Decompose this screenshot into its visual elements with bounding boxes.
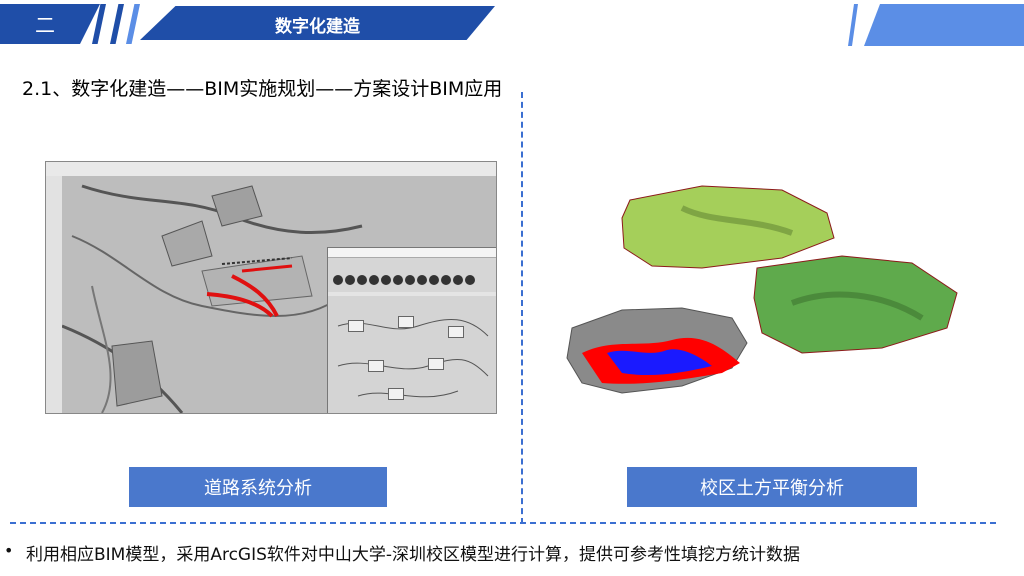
- node: [368, 360, 384, 372]
- grasshopper-titlebar: [328, 248, 496, 258]
- grasshopper-toolbar: [328, 258, 496, 292]
- node: [448, 326, 464, 338]
- header-stripe: [848, 4, 858, 46]
- terrain-models-image: [566, 185, 958, 394]
- header-stripe: [126, 4, 140, 44]
- software-toolbar: [46, 162, 496, 177]
- chapter-number: 二: [35, 13, 55, 37]
- software-side-toolbar: [46, 176, 63, 413]
- bullet-marker: •: [4, 541, 14, 560]
- grasshopper-window: [327, 247, 496, 413]
- node: [428, 358, 444, 370]
- node: [388, 388, 404, 400]
- node: [398, 316, 414, 328]
- section-title-banner: [140, 6, 495, 40]
- grasshopper-canvas: [328, 296, 496, 413]
- road-system-screenshot: [45, 161, 497, 414]
- horizontal-divider: [10, 522, 996, 524]
- road-system-caption: 道路系统分析: [129, 467, 387, 507]
- page-subtitle: 2.1、数字化建造——BIM实施规划——方案设计BIM应用: [22, 78, 503, 100]
- vertical-divider: [521, 92, 523, 524]
- header-stripe: [110, 4, 124, 44]
- node: [348, 320, 364, 332]
- earthwork-caption: 校区土方平衡分析: [627, 467, 917, 507]
- bullet-text: 利用相应BIM模型，采用ArcGIS软件对中山大学-深圳校区模型进行计算，提供可…: [26, 545, 801, 565]
- header-right-banner: [864, 4, 1024, 46]
- section-title: 数字化建造: [275, 17, 360, 37]
